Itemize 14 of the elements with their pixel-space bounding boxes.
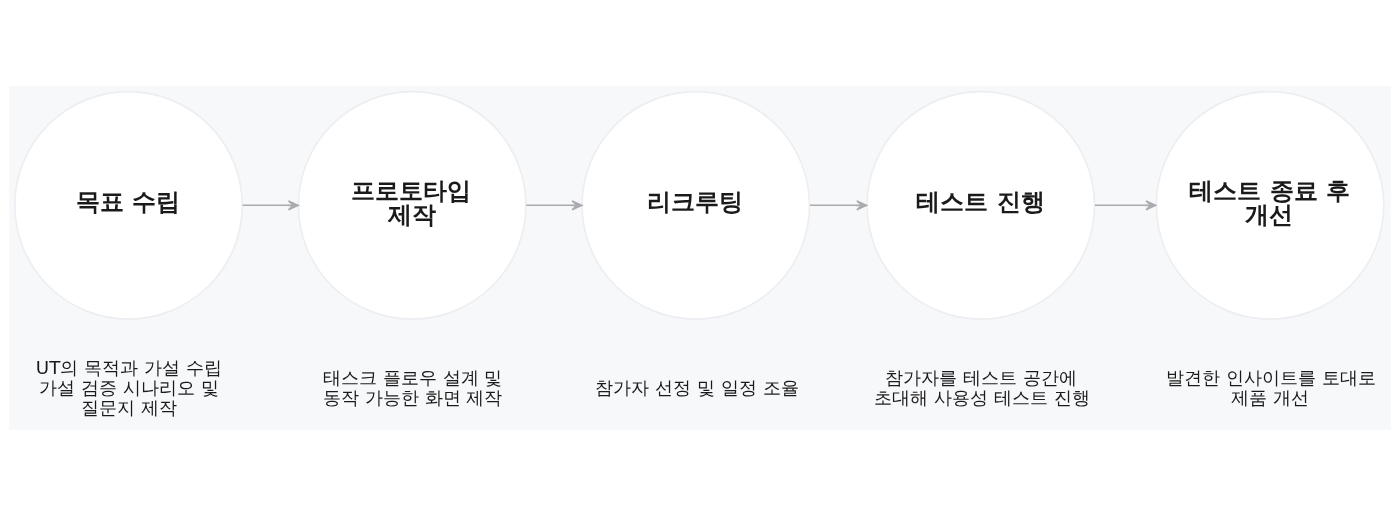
node-circle: 목표 수립: [13, 90, 244, 320]
node-circle: 리크루팅: [581, 90, 811, 320]
node-circle: 테스트 진행: [866, 90, 1096, 320]
arrow: [1094, 200, 1157, 211]
node-circle: 프로토타입 제작: [297, 90, 527, 320]
node-label: 참가자를 테스트 공간에 초대해 사용성 테스트 진행: [874, 367, 1090, 408]
arrow: [241, 200, 300, 211]
node-label: 발견한 인사이트를 토대로 제품 개선: [1166, 367, 1376, 408]
node-label: 태스크 플로우 설계 및 동작 가능한 화면 제작: [323, 367, 503, 408]
node-circle: 테스트 종료 후 개선: [1155, 90, 1385, 320]
arrow: [809, 200, 868, 211]
node-label: UT의 목적과 가설 수립 가설 검증 시나리오 및 질문지 제작: [35, 357, 222, 418]
arrow: [525, 200, 583, 211]
node-label: 참가자 선정 및 일정 조율: [595, 377, 799, 399]
